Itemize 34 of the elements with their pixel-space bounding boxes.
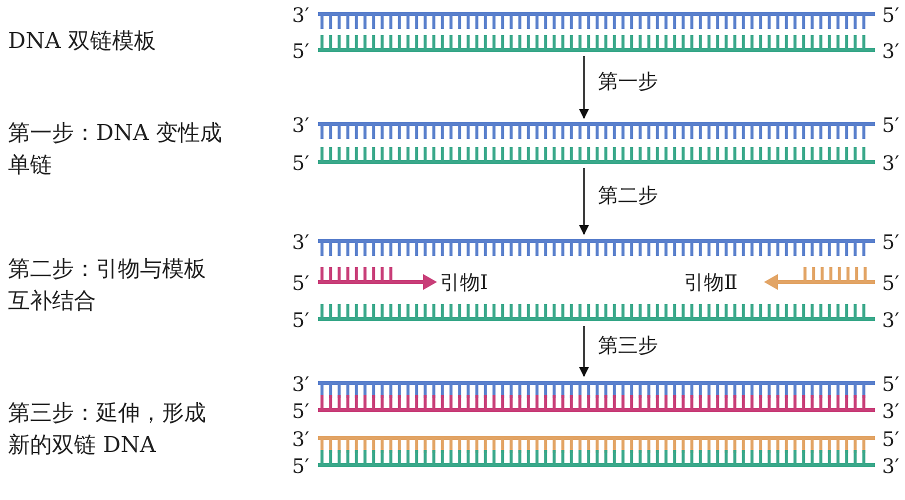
strand-end-label: 5′	[292, 456, 310, 476]
strand-end-label: 3′	[882, 456, 900, 476]
strand-end-label: 5′	[292, 273, 310, 293]
strand-end-label: 5′	[882, 115, 900, 135]
stage-description: 第二步：引物与模板互补结合	[8, 256, 207, 316]
stage-description: 第三步：延伸，形成新的双链 DNA	[8, 400, 207, 460]
arrow	[579, 326, 589, 377]
strand-end-label: 3′	[292, 5, 310, 25]
strand-end-label: 5′	[882, 273, 900, 293]
strand-end-label: 5′	[882, 5, 900, 25]
primer-label: 引物Ⅱ	[684, 272, 738, 292]
strand-end-label: 3′	[882, 41, 900, 61]
strand-end-label: 3′	[292, 429, 310, 449]
strand-end-label: 5′	[882, 232, 900, 252]
stage-description: 第一步：DNA 变性成单链	[8, 120, 223, 180]
strand-end-label: 5′	[882, 429, 900, 449]
strand-end-label: 5′	[292, 153, 310, 173]
strand-end-label: 3′	[882, 310, 900, 330]
strand-end-label: 3′	[292, 115, 310, 135]
strand-end-label: 3′	[882, 401, 900, 421]
stage-description: DNA 双链模板	[8, 28, 157, 56]
strand-end-label: 3′	[292, 374, 310, 394]
strand-end-label: 5′	[292, 41, 310, 61]
strand-end-label: 5′	[292, 310, 310, 330]
strand-end-label: 3′	[882, 153, 900, 173]
arrow	[579, 168, 589, 235]
edge-label: 第二步	[598, 185, 658, 205]
edge-label: 第一步	[598, 71, 658, 91]
edge-label: 第三步	[598, 335, 658, 355]
strand-end-label: 5′	[882, 374, 900, 394]
primer-label: 引物Ⅰ	[440, 272, 488, 292]
strand-end-label: 5′	[292, 401, 310, 421]
arrow	[579, 56, 589, 119]
strand-end-label: 3′	[292, 232, 310, 252]
